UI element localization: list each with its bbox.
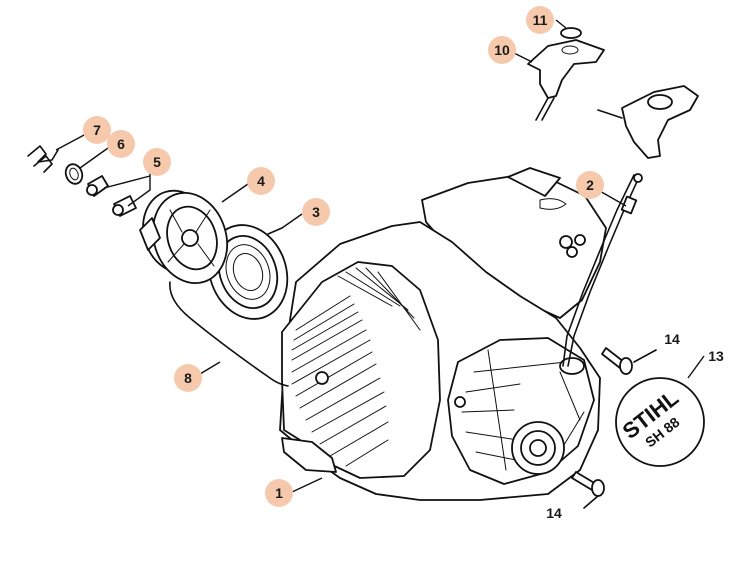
part-washer (64, 163, 84, 185)
part-cover-plate: STIHL SH 88 (615, 377, 705, 467)
part-starter-handle (527, 39, 605, 121)
callout-14b: 14 (546, 505, 562, 521)
callout-2-circle (576, 171, 604, 199)
callout-4-circle (247, 167, 275, 195)
callout-14b-label: 14 (546, 505, 562, 521)
callout-8-label: 8 (184, 370, 192, 386)
callout-14a-label: 14 (664, 331, 680, 347)
callout-11-circle (526, 6, 554, 34)
callout-4-label: 4 (257, 173, 265, 189)
callout-6-label: 6 (117, 136, 125, 152)
part-screw-upper (601, 347, 657, 375)
callout-10: 10 (488, 36, 516, 64)
callout-7-circle (83, 116, 111, 144)
callout-7-label: 7 (93, 122, 101, 138)
callout-3-circle (302, 198, 330, 226)
part-cap (560, 27, 582, 39)
callout-6-circle (107, 130, 135, 158)
part-spring-clip (27, 145, 59, 173)
callout-10-circle (488, 36, 516, 64)
part-housing (279, 167, 607, 501)
part-cable (562, 173, 643, 367)
part-rope-rotor (139, 189, 228, 285)
callout-14a: 14 (664, 331, 680, 347)
callout-2: 2 (576, 171, 604, 199)
callout-13: 13 (708, 348, 724, 364)
callout-11-label: 11 (533, 12, 548, 28)
callout-10-label: 10 (494, 42, 510, 58)
part-pawls (86, 175, 137, 217)
callout-8: 8 (174, 364, 202, 392)
callout-5: 5 (143, 148, 171, 176)
callout-1: 1 (265, 479, 293, 507)
callout-13-label: 13 (708, 348, 724, 364)
callout-1-label: 1 (275, 485, 283, 501)
callout-6: 6 (107, 130, 135, 158)
callout-7: 7 (83, 116, 111, 144)
callout-2-label: 2 (586, 177, 594, 193)
part-handle-grip (597, 85, 699, 159)
callout-8-circle (174, 364, 202, 392)
callout-3: 3 (302, 198, 330, 226)
part-starter-rope (169, 281, 289, 387)
callout-4: 4 (247, 167, 275, 195)
callout-11: 11 (526, 6, 554, 34)
part-screw-lower (571, 471, 605, 509)
callout-1-circle (265, 479, 293, 507)
callout-3-label: 3 (312, 204, 320, 220)
callout-5-label: 5 (153, 154, 161, 170)
callout-5-circle (143, 148, 171, 176)
part-recoil-spring (207, 224, 289, 320)
